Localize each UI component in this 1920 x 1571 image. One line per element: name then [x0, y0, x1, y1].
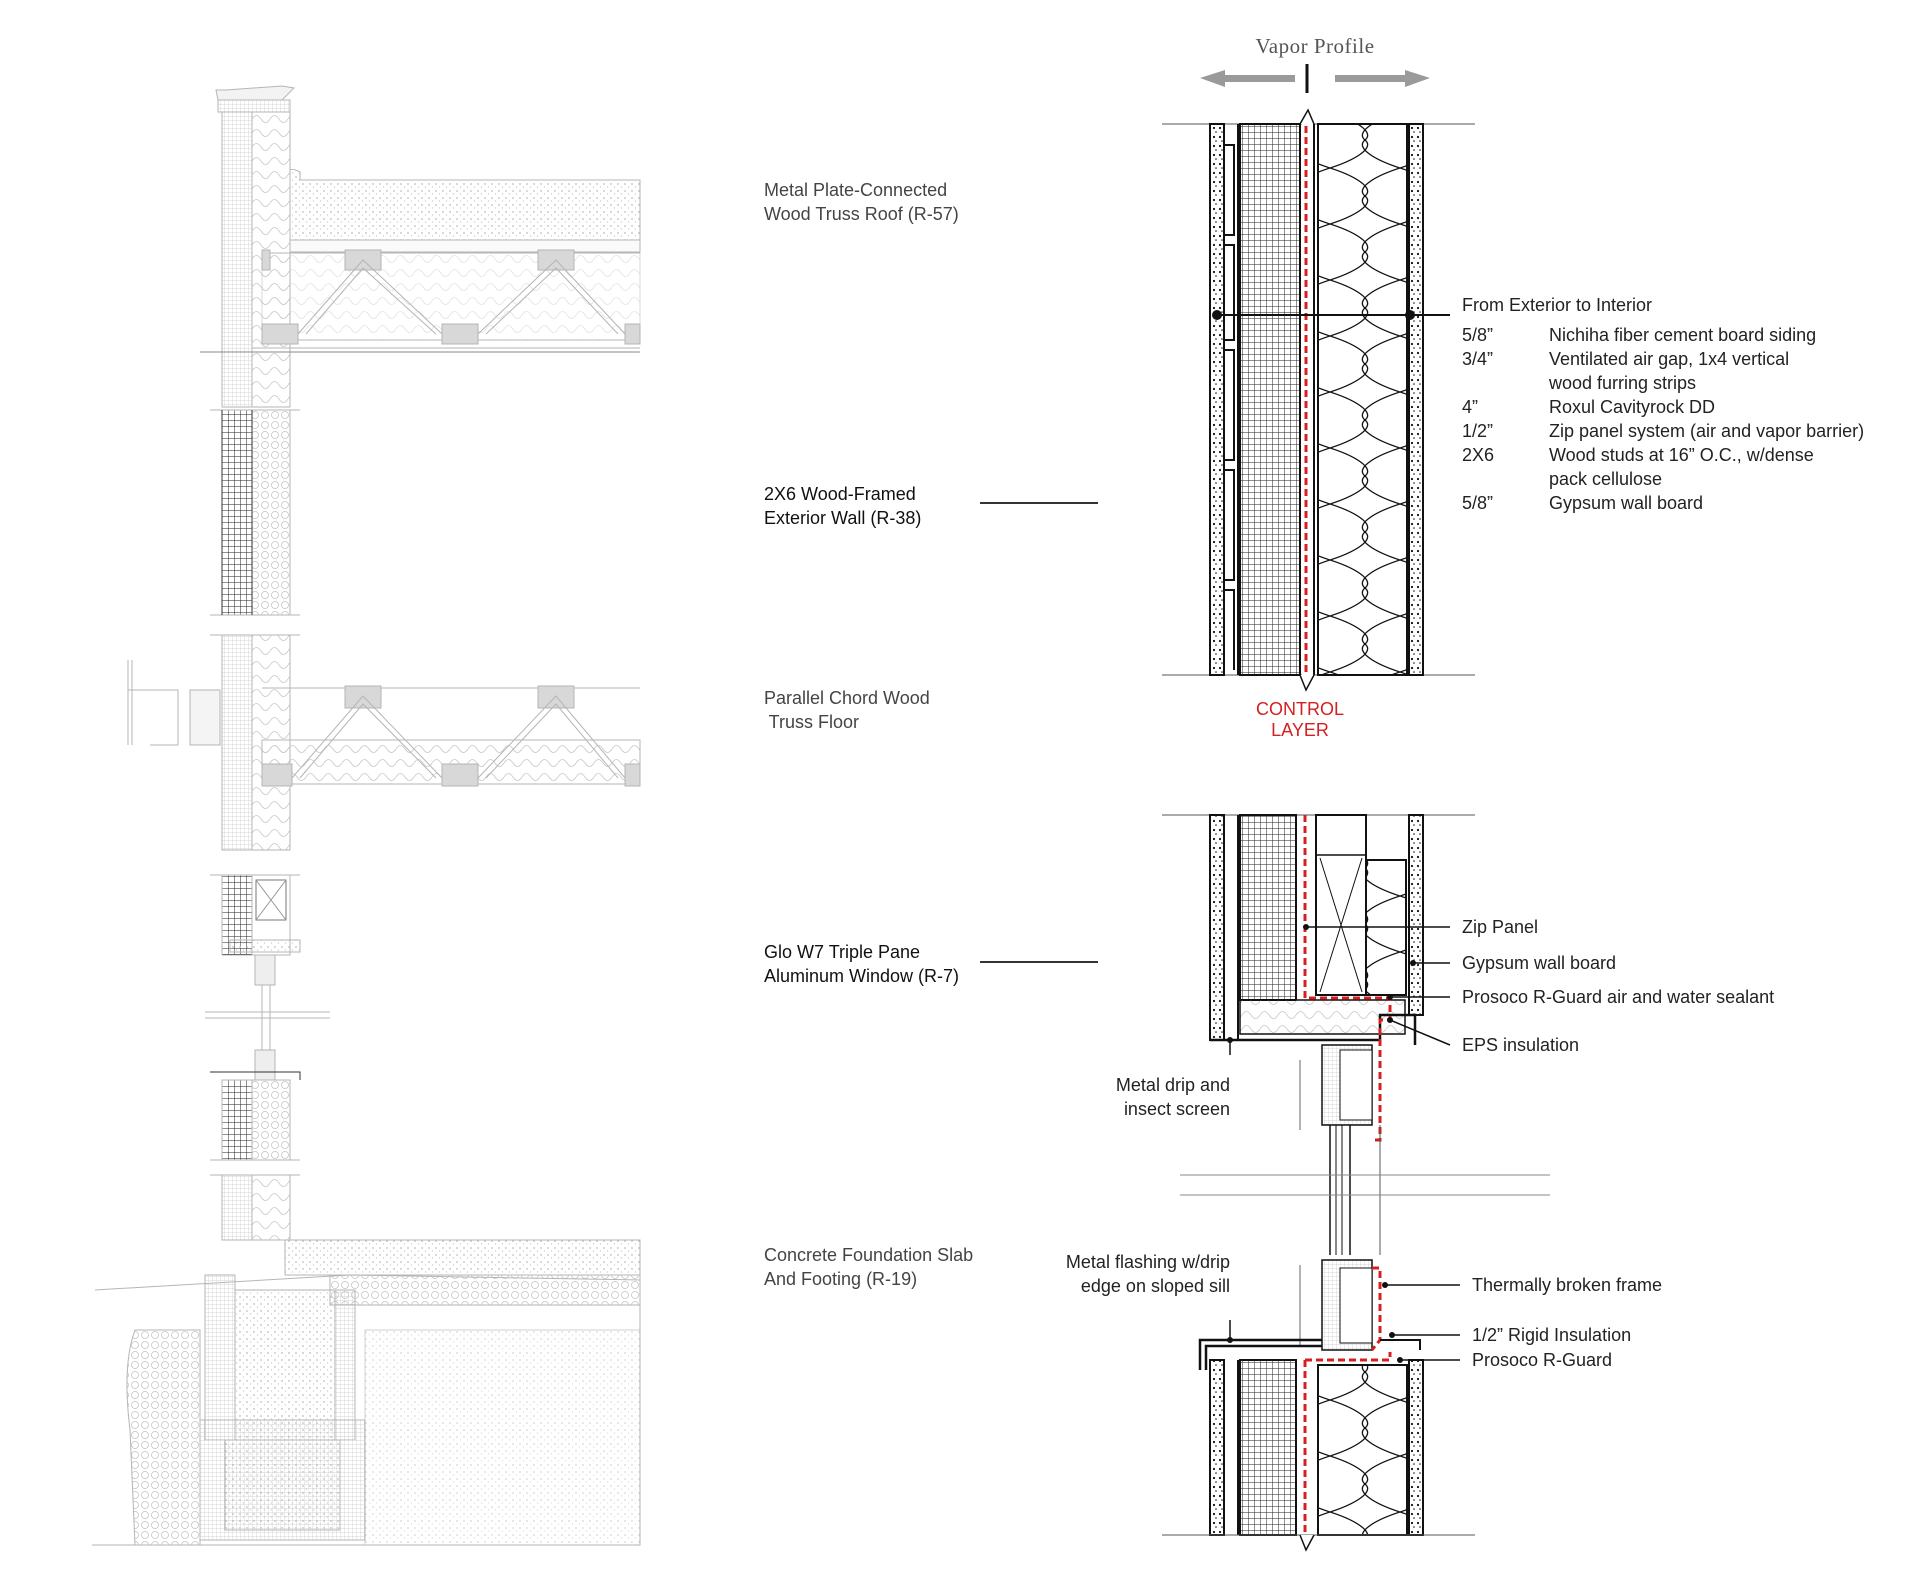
callout-zip-panel: Zip Panel — [1462, 917, 1539, 937]
window-assembly-detail — [1162, 814, 1550, 1552]
callout-rigid: 1/2” Rigid Insulation — [1472, 1325, 1632, 1345]
wall-label: 2X6 Wood-Framed Exterior Wall (R-38) — [764, 484, 922, 528]
callout-gypsum: Gypsum wall board — [1462, 953, 1617, 973]
vapor-profile-title: Vapor Profile — [1255, 34, 1375, 58]
callout-frame: Thermally broken frame — [1472, 1275, 1663, 1295]
callout-eps: EPS insulation — [1462, 1035, 1580, 1055]
callout-prosoco: Prosoco R-Guard — [1472, 1350, 1613, 1370]
assembly-heading: From Exterior to Interior — [1462, 295, 1653, 315]
vapor-profile-arrows — [1200, 64, 1430, 93]
floor-label: Parallel Chord Wood Truss Floor — [764, 688, 930, 732]
callout-prosoco-sealant: Prosoco R-Guard air and water sealant — [1462, 987, 1775, 1007]
callout-metal-flashing: Metal flashing w/drip edge on sloped sil… — [1065, 1252, 1230, 1296]
roof-label: Metal Plate-Connected Wood Truss Roof (R… — [764, 180, 959, 224]
roof-truss — [261, 249, 641, 345]
foundation-label: Concrete Foundation Slab And Footing (R-… — [764, 1245, 974, 1289]
wall-assembly-detail — [1162, 108, 1475, 692]
floor-truss — [261, 685, 641, 787]
callout-metal-drip: Metal drip and insect screen — [1115, 1075, 1230, 1119]
window-label: Glo W7 Triple Pane Aluminum Window (R-7) — [764, 942, 960, 986]
control-layer-label: CONTROL LAYER — [1255, 699, 1344, 740]
full-wall-section — [92, 85, 641, 1546]
